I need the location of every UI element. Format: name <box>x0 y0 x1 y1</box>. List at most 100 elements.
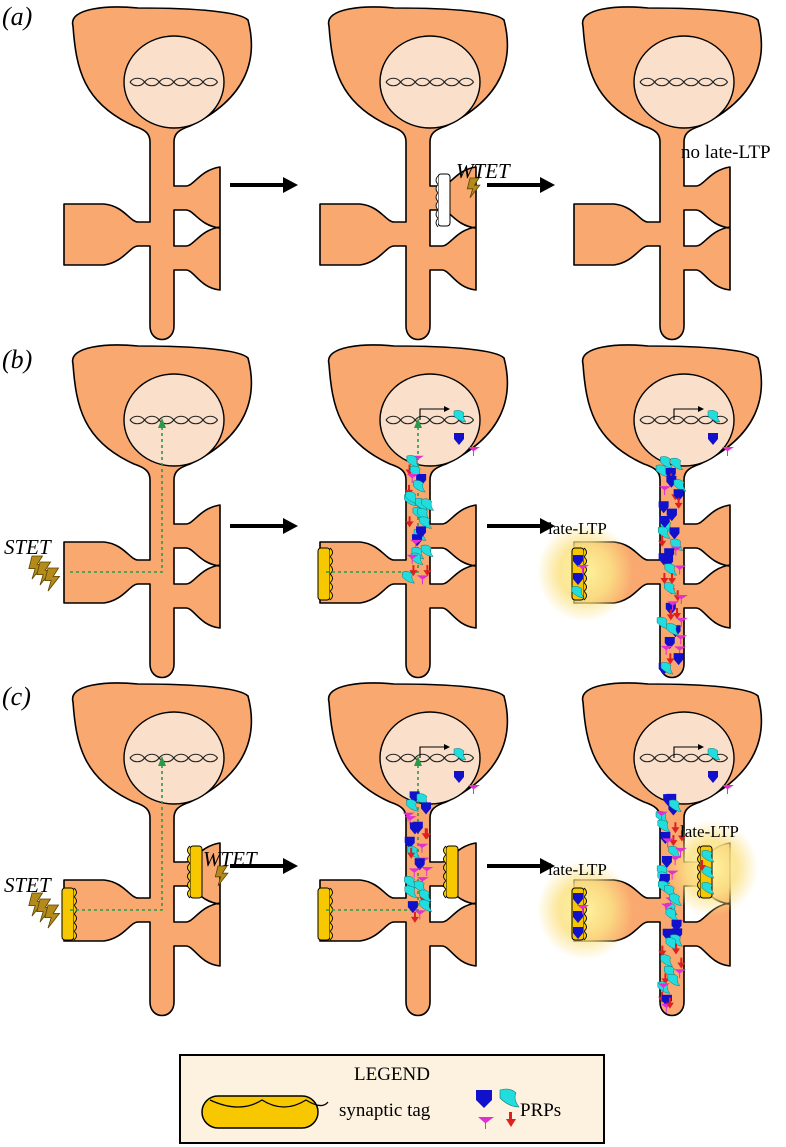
prp-magenta <box>667 601 680 611</box>
prp-magenta <box>675 635 688 645</box>
prp-cyan <box>406 455 420 468</box>
synaptic-tag-bump <box>697 854 701 864</box>
prp-magenta <box>468 785 480 794</box>
synaptic-tag-bump <box>583 913 587 924</box>
signal-pathway-head <box>158 756 166 766</box>
legend-prp-blue <box>476 1090 492 1108</box>
prp-red <box>672 943 681 955</box>
synaptic-tag-bump <box>697 845 701 856</box>
prp-cyan <box>421 498 435 511</box>
prp-blue <box>573 911 583 923</box>
prp-red <box>666 609 675 621</box>
prp-blue <box>573 893 583 905</box>
transcription-arrow <box>419 746 446 758</box>
synaptic-tag-bump <box>583 590 587 601</box>
prp-magenta <box>659 486 672 496</box>
stet-label-b: STET <box>4 535 52 559</box>
prp-red <box>698 860 706 871</box>
prp-red <box>669 835 678 847</box>
prp-magenta <box>404 816 417 826</box>
synaptic-tag <box>61 887 75 941</box>
legend-prp-cyan <box>499 1088 520 1108</box>
signal-pathway-head <box>414 756 422 766</box>
panel-label-c: (c) <box>2 682 31 711</box>
step-arrow-head <box>540 177 555 193</box>
weak-tag-bump <box>435 192 439 202</box>
prp-blue <box>573 573 583 585</box>
synaptic-tag-bump <box>583 887 587 898</box>
prp-magenta <box>657 983 670 993</box>
prp-red <box>409 565 418 577</box>
prp-magenta <box>410 539 423 549</box>
prp-blue <box>421 802 432 815</box>
synaptic-tag-bump <box>329 556 333 566</box>
prp-red <box>658 535 667 547</box>
prp-cyan <box>668 799 682 812</box>
synaptic-tag-bump <box>329 564 333 575</box>
prp-red <box>407 847 416 859</box>
prp-cyan <box>707 748 721 761</box>
lightning-icon <box>466 177 481 199</box>
prp-cyan <box>453 748 467 761</box>
prp-cyan <box>404 885 418 898</box>
prp-red <box>410 911 419 923</box>
prp-cyan <box>664 563 678 576</box>
prp-magenta <box>408 868 421 878</box>
prp-magenta <box>665 897 678 907</box>
prp-cyan <box>701 866 715 879</box>
synaptic-tag-bump <box>187 880 191 890</box>
synaptic-tag-bump <box>583 896 587 906</box>
synaptic-tag-bump <box>329 573 333 584</box>
synaptic-tag-bump <box>329 590 333 601</box>
prp-cyan <box>669 893 682 906</box>
transcription-arrow-head <box>444 406 450 412</box>
wtet-label-c: WTET <box>203 847 258 871</box>
synaptic-tag-bump <box>329 896 333 906</box>
dna-strand-b-7 <box>129 757 219 763</box>
prp-cyan <box>453 410 467 423</box>
prp-cyan <box>402 571 416 584</box>
weak-tag-bump <box>435 184 439 194</box>
prp-magenta <box>577 565 589 574</box>
panel-label-a: (a) <box>2 2 32 31</box>
prp-blue <box>454 771 464 783</box>
synaptic-tag-bump <box>73 930 77 941</box>
prp-cyan <box>664 582 677 595</box>
step-arrow-head <box>283 858 298 874</box>
lightning-icon <box>44 567 61 592</box>
prp-cyan <box>660 954 674 967</box>
weak-tag-bump <box>435 209 439 219</box>
step-arrow-head <box>283 177 298 193</box>
prp-cyan <box>667 973 681 987</box>
legend-prp-red <box>506 1112 516 1127</box>
prp-red <box>658 945 667 957</box>
dna-strand-b-2 <box>385 81 475 87</box>
prp-blue <box>404 836 415 849</box>
late-ltp-label-b: late-LTP <box>548 519 607 538</box>
prp-cyan <box>657 819 671 832</box>
signal-pathway <box>70 424 163 573</box>
synaptic-tag-bump <box>583 547 587 558</box>
prp-blue <box>412 821 423 834</box>
prp-magenta <box>722 785 734 794</box>
prp-magenta <box>662 838 675 848</box>
late-ltp-label-c2: late-LTP <box>680 822 739 841</box>
prp-cyan <box>655 464 669 477</box>
synaptic-tag-bump <box>73 887 77 898</box>
synaptic-tag-bump <box>73 913 77 924</box>
prp-cyan <box>707 410 721 423</box>
transcription-arrow-head <box>698 744 704 750</box>
prp-magenta <box>421 867 434 877</box>
synaptic-tag-bump <box>187 854 191 864</box>
weak-tag <box>437 173 451 227</box>
prp-red <box>677 830 686 842</box>
prp-red <box>677 957 686 969</box>
prp-magenta <box>661 903 674 913</box>
prp-magenta <box>577 905 589 914</box>
prp-magenta <box>414 910 427 920</box>
prp-cyan <box>701 882 715 895</box>
prp-blue <box>658 501 669 514</box>
synaptic-tag-bump <box>443 888 447 899</box>
synaptic-tag-bump <box>329 922 333 932</box>
synaptic-tag-bump <box>443 854 447 864</box>
